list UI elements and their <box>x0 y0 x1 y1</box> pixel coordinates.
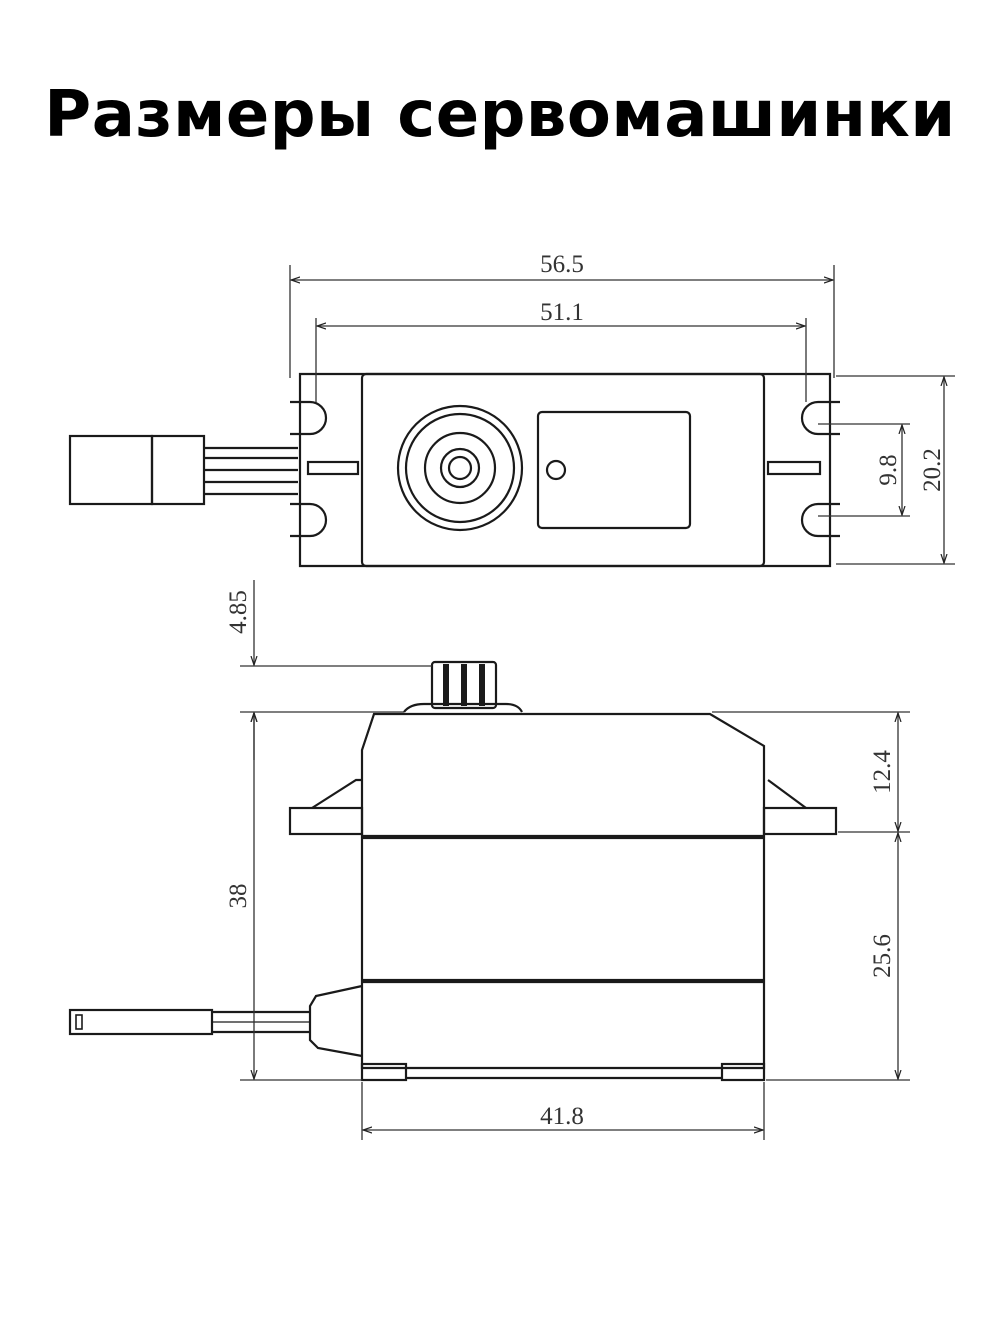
foot-left <box>360 1062 408 1082</box>
label-plate <box>536 410 692 530</box>
screw-slot-bottom-right <box>800 502 840 538</box>
dim-tab-spacing: 9.8 <box>875 454 902 485</box>
middle-case <box>360 836 766 982</box>
side-connector <box>68 1008 214 1036</box>
servo-case-top <box>360 372 766 568</box>
output-spline <box>430 660 498 710</box>
indicator-hole <box>545 459 567 481</box>
dim-total-width: 56.5 <box>540 251 584 278</box>
dim-total-height: 38 <box>225 884 252 909</box>
upper-case <box>360 712 766 838</box>
dim-body-height: 20.2 <box>919 448 946 492</box>
side-view <box>68 660 838 1082</box>
screw-slot-top-right <box>800 400 840 436</box>
dim-shaft-height: 4.85 <box>225 590 252 634</box>
dim-mount-spacing: 51.1 <box>540 299 584 326</box>
foot-right <box>720 1062 766 1082</box>
cable-grommet <box>308 984 363 1058</box>
top-view <box>68 372 840 568</box>
dim-lower-height: 25.6 <box>869 934 896 978</box>
screw-slot-top-left <box>290 400 328 436</box>
connector-plug <box>68 434 154 506</box>
cable <box>204 446 298 496</box>
side-flange-left <box>288 806 364 836</box>
top-view-dimensions <box>289 265 955 565</box>
bottom-case <box>360 980 766 1070</box>
dim-upper-height: 12.4 <box>869 750 896 794</box>
side-flange-right <box>762 806 838 836</box>
output-gear <box>396 404 524 532</box>
dim-body-width: 41.8 <box>540 1103 584 1130</box>
side-view-dimensions <box>240 580 910 1140</box>
screw-slot-bottom-left <box>290 502 328 538</box>
page-title: Размеры сервомашинки <box>44 78 956 152</box>
